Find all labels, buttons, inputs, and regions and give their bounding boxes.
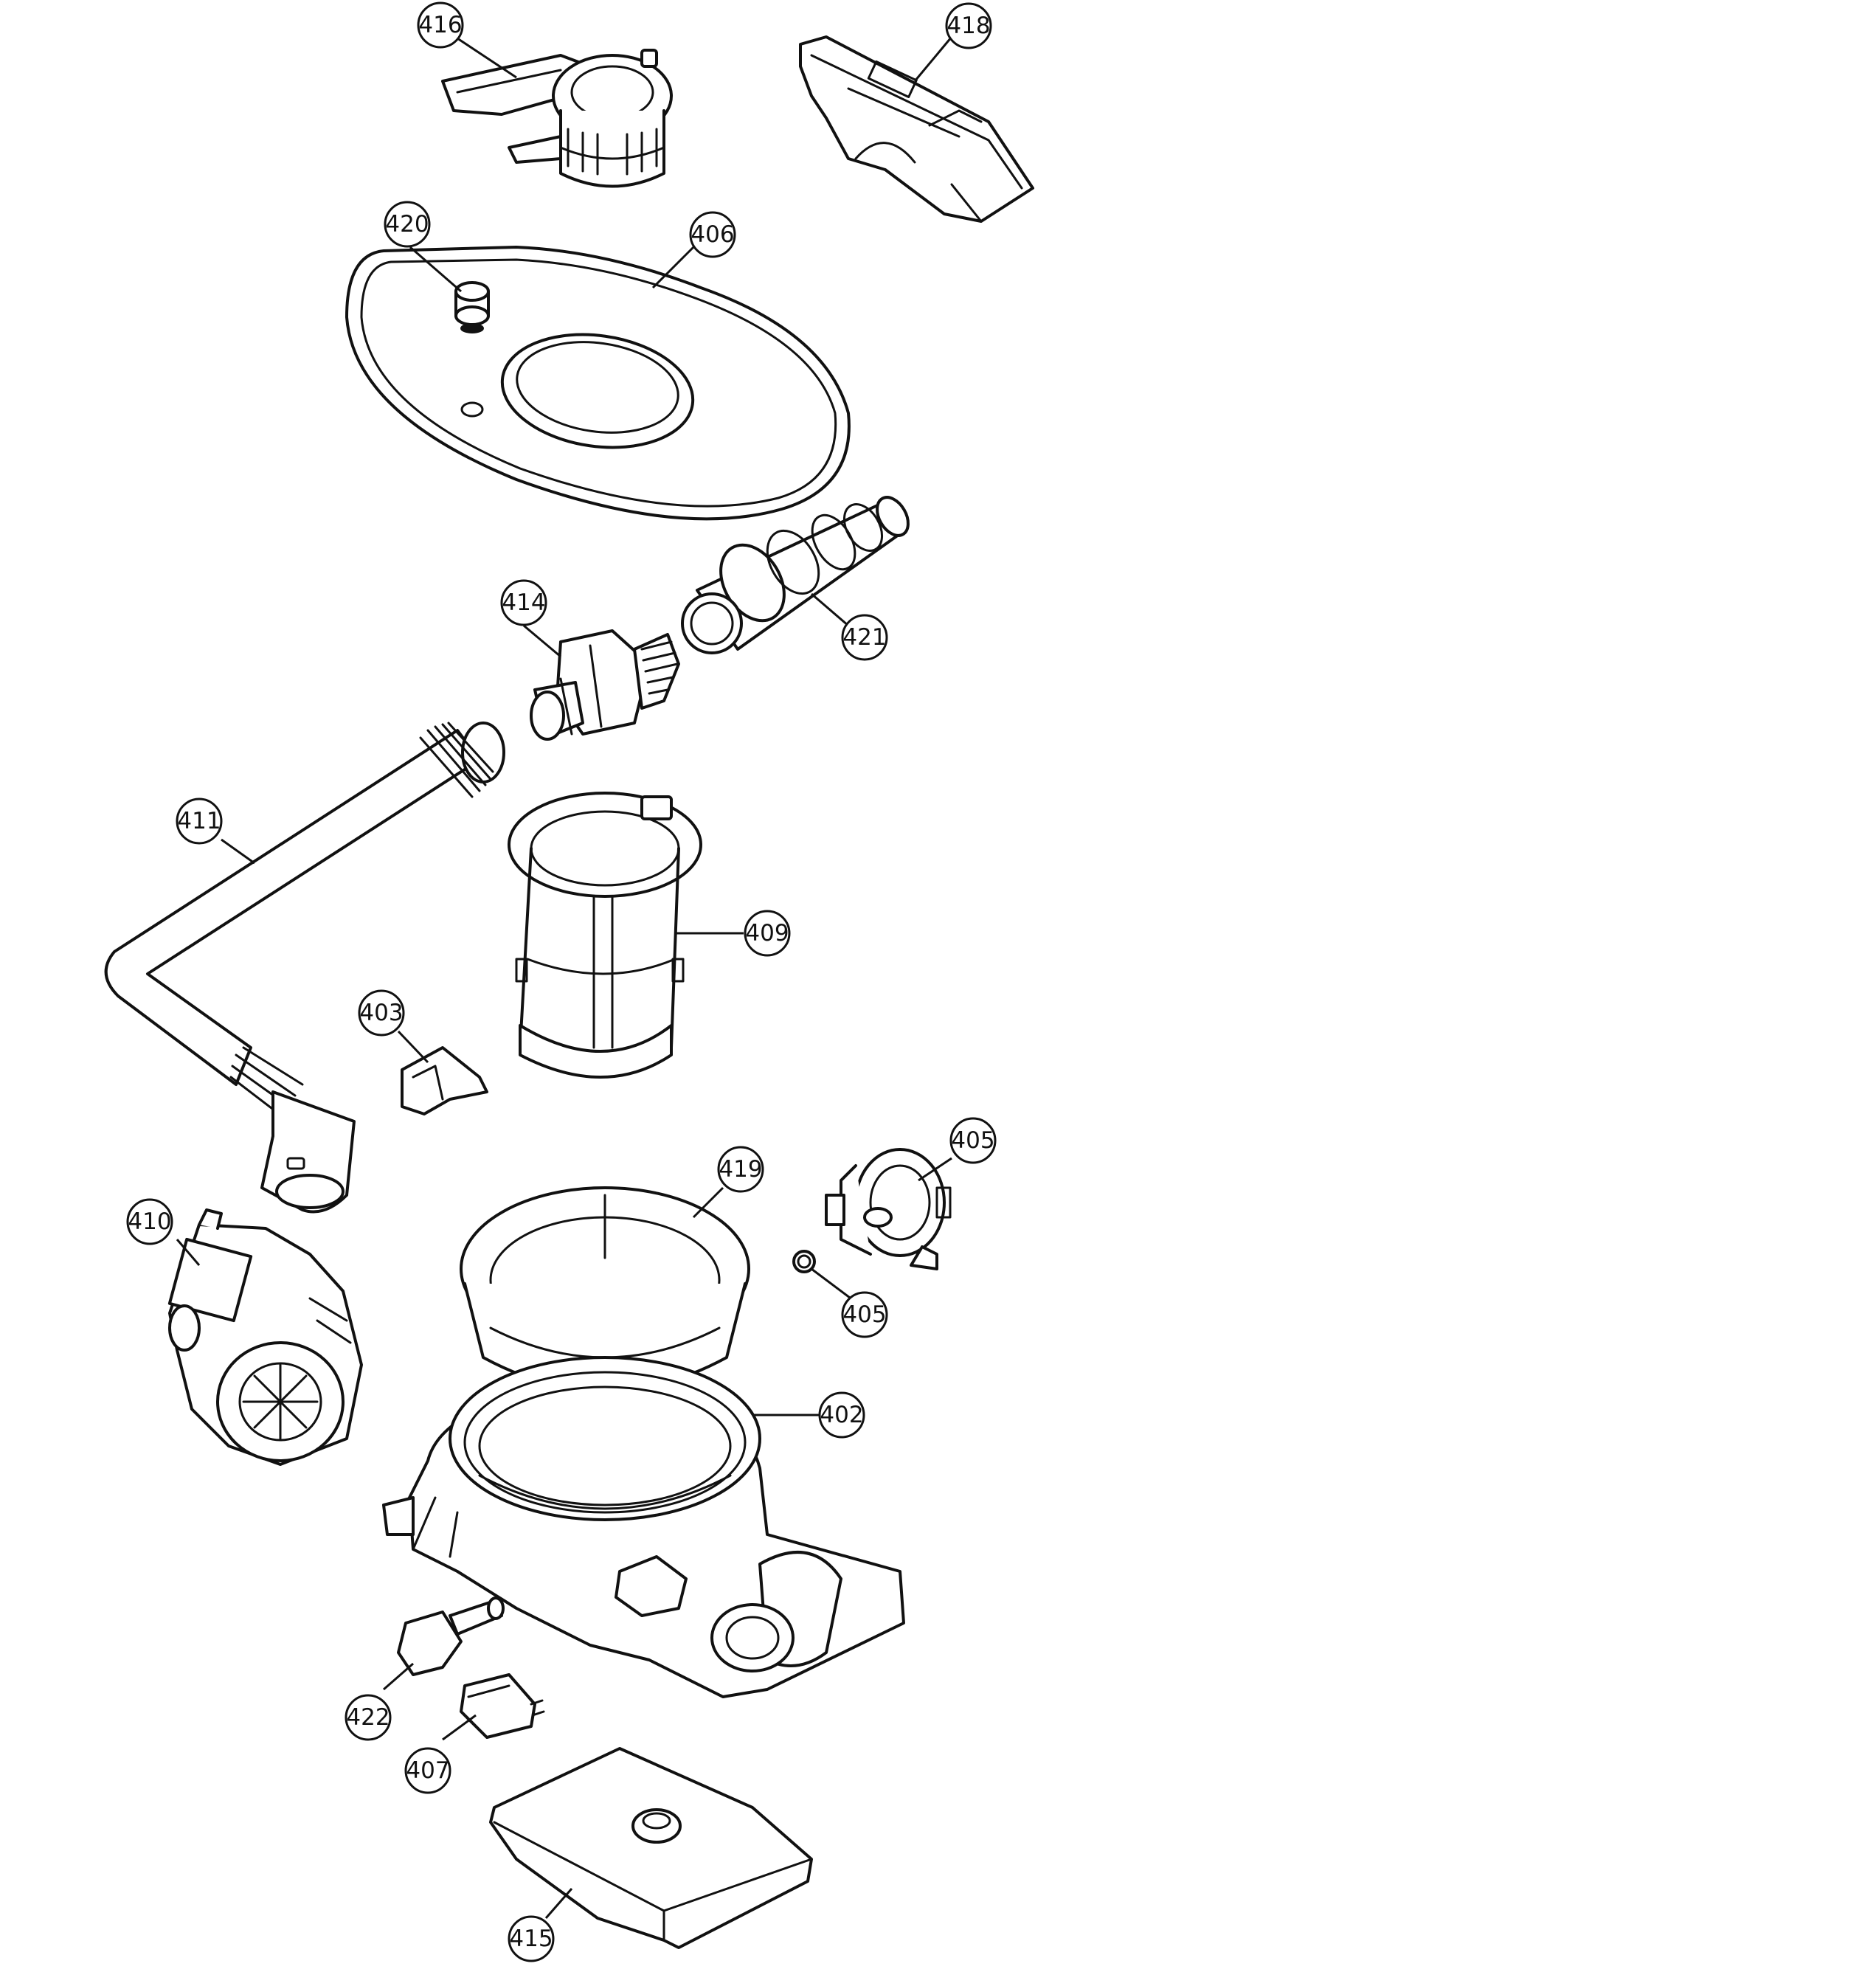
leader-405a (918, 1157, 952, 1182)
leader-418 (913, 36, 953, 82)
part-406-gasket-plate (345, 246, 851, 521)
leader-407 (442, 1714, 477, 1741)
callout-label: 418 (946, 13, 990, 39)
callout-label: 405 (951, 1127, 994, 1154)
callout-label: 407 (406, 1757, 449, 1784)
callout-419: 419 (717, 1146, 764, 1193)
part-415-base-plate (489, 1747, 813, 1949)
leader-414 (523, 624, 561, 658)
part-402-sump-housing (382, 1356, 905, 1698)
leader-416 (457, 37, 517, 79)
callout-label: 420 (385, 211, 429, 238)
callout-406: 406 (689, 211, 736, 258)
part-405-pressure-switch (825, 1148, 952, 1270)
leader-419 (692, 1186, 724, 1219)
callout-label: 419 (719, 1156, 762, 1183)
callout-label: 421 (842, 624, 886, 651)
callout-label: 410 (128, 1208, 171, 1235)
part-414-connector (530, 629, 680, 741)
callout-422: 422 (345, 1694, 392, 1741)
part-407-switch (460, 1673, 545, 1739)
callout-label: 403 (359, 1000, 403, 1026)
leader-415 (544, 1888, 573, 1919)
leader-405b (811, 1267, 856, 1304)
part-421-tube (681, 496, 910, 654)
callout-label: 409 (745, 920, 789, 947)
callout-label: 415 (509, 1926, 553, 1952)
leader-410 (176, 1239, 201, 1266)
callout-405-lower: 405 (841, 1291, 888, 1338)
callout-414: 414 (500, 579, 547, 626)
callout-411: 411 (176, 798, 223, 845)
callout-416: 416 (417, 1, 464, 49)
part-418-bracket (799, 35, 1034, 223)
callout-label: 411 (177, 808, 221, 834)
leader-406 (651, 246, 695, 289)
leader-411 (221, 838, 255, 865)
part-411-drain-hose (104, 722, 505, 1214)
callout-418: 418 (945, 2, 992, 49)
leader-420 (409, 246, 462, 293)
leader-403 (397, 1030, 429, 1064)
part-422-sensor (397, 1596, 505, 1676)
callout-label: 406 (690, 221, 734, 248)
callout-405-upper: 405 (949, 1117, 997, 1164)
callout-415: 415 (508, 1915, 555, 1962)
part-403-clip (401, 1046, 488, 1115)
callout-410: 410 (126, 1198, 173, 1245)
part-409-filter (508, 792, 702, 1079)
callout-label: 402 (820, 1402, 863, 1428)
callout-409: 409 (744, 910, 791, 957)
callout-421: 421 (841, 614, 888, 661)
callout-label: 405 (842, 1301, 886, 1328)
part-419-ring (460, 1186, 750, 1392)
leader-421 (811, 592, 849, 627)
part-405-o-ring (792, 1250, 816, 1273)
callout-label: 416 (418, 12, 462, 38)
callout-label: 422 (346, 1704, 390, 1731)
part-410-drain-pump (167, 1208, 363, 1466)
callout-402: 402 (818, 1391, 865, 1439)
part-420-nozzle (454, 281, 490, 333)
part-416-coupling (441, 49, 673, 188)
leader-422 (383, 1662, 414, 1691)
callout-407: 407 (404, 1747, 451, 1794)
leader-lines (176, 36, 953, 1919)
callout-label: 414 (502, 589, 545, 616)
callout-403: 403 (358, 989, 405, 1037)
callout-420: 420 (384, 201, 431, 248)
